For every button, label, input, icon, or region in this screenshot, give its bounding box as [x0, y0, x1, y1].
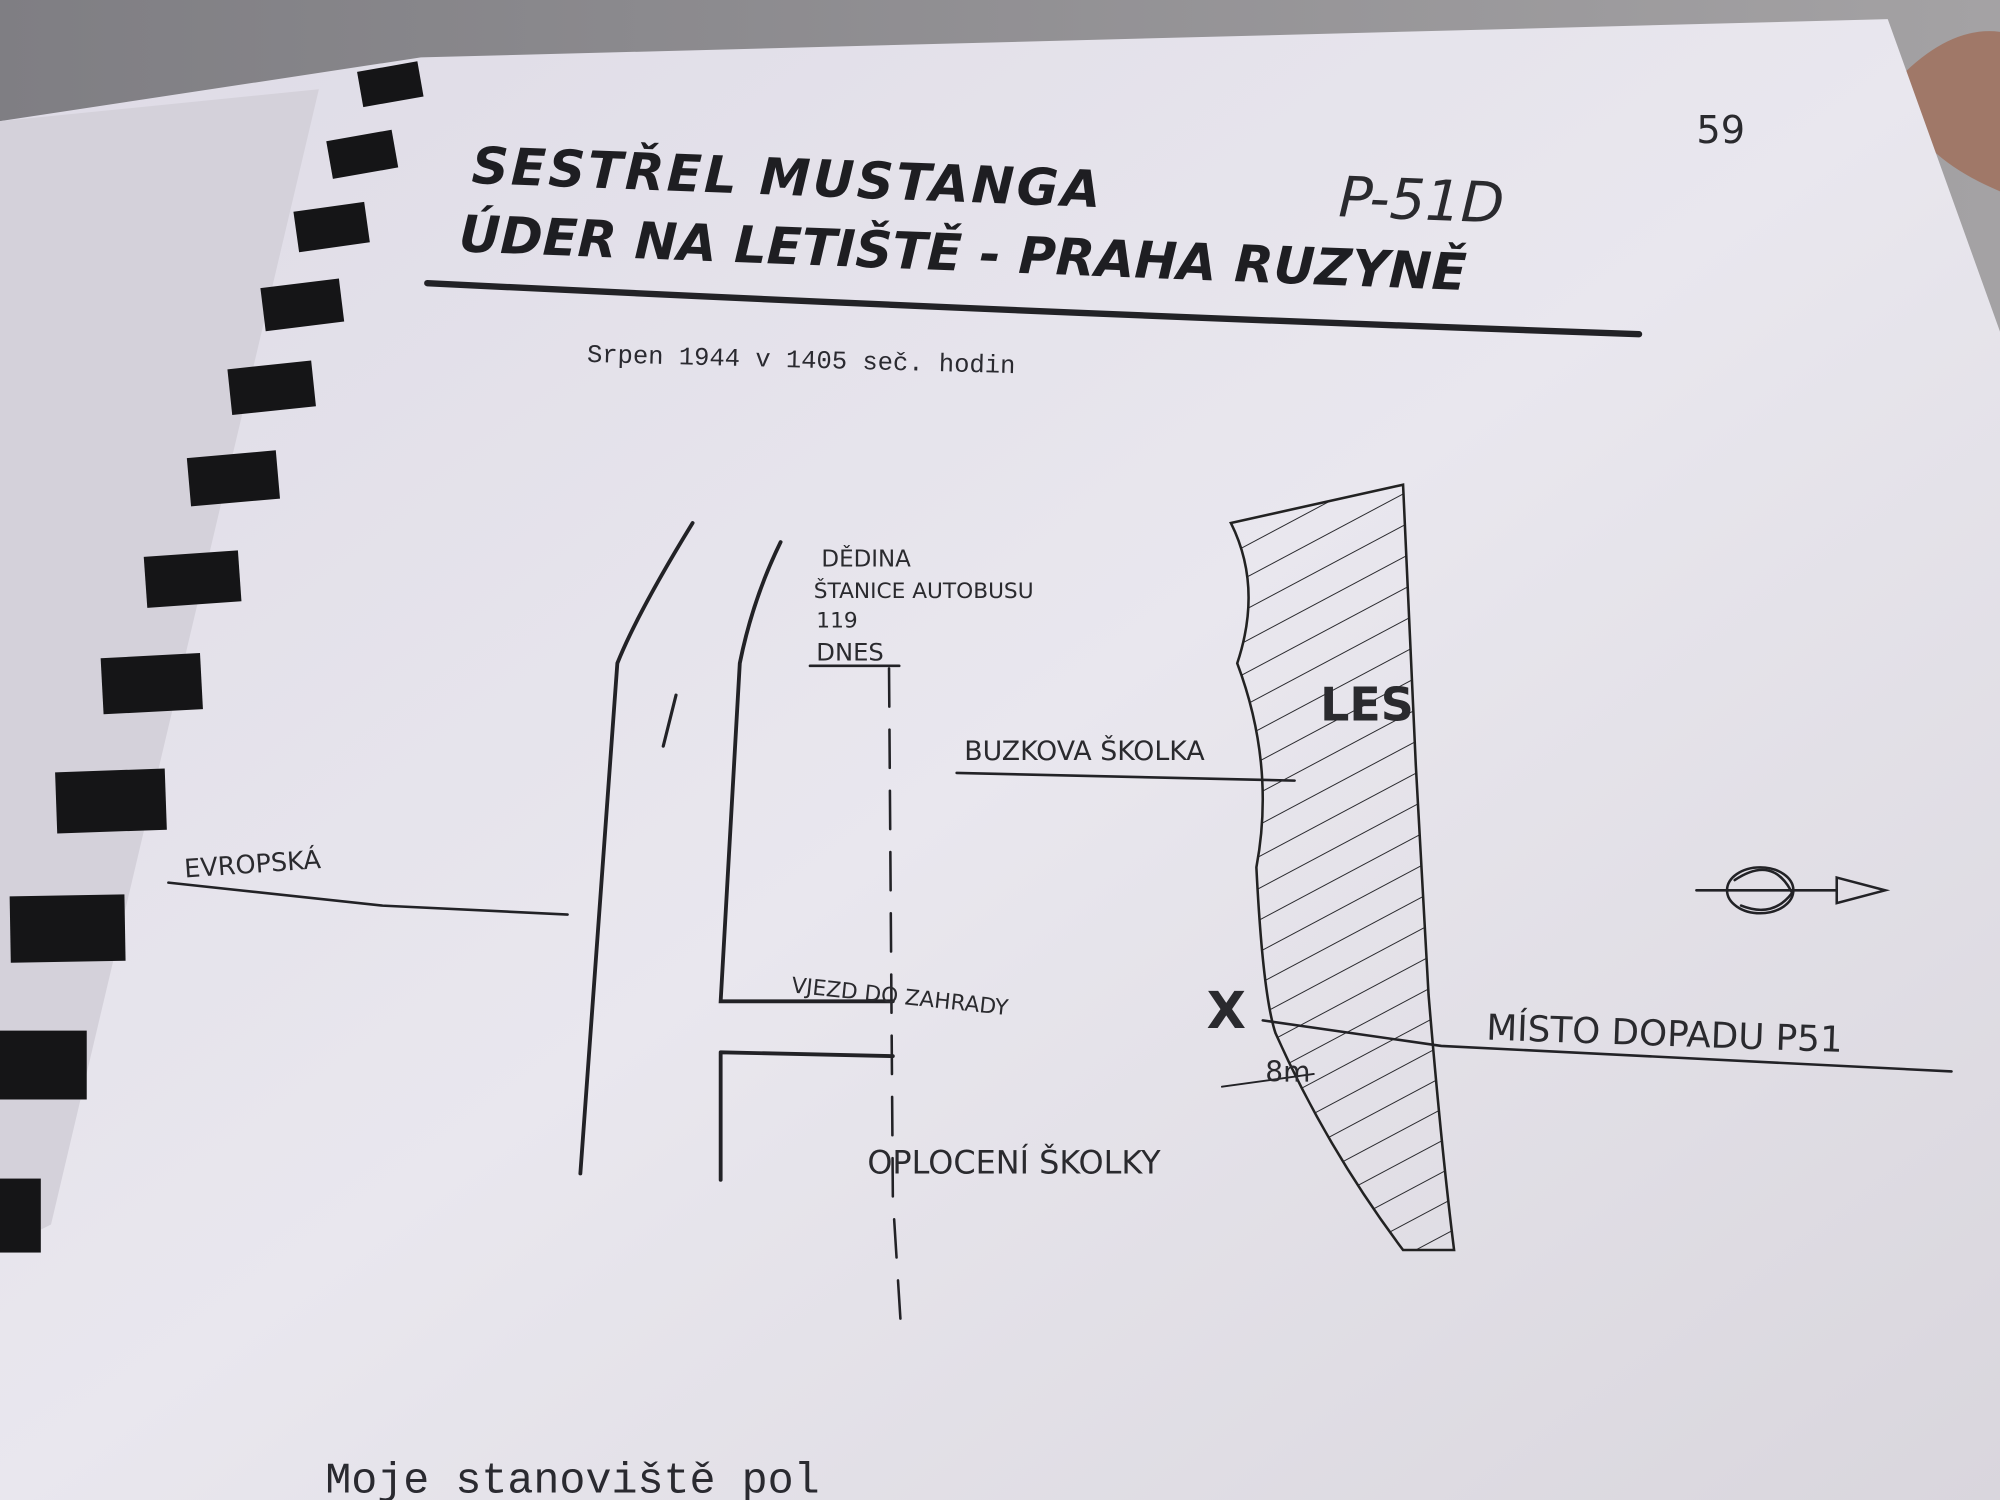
finger — [1900, 31, 2000, 192]
label-village: DĚDINA — [821, 544, 911, 572]
label-bus-number: 119 — [816, 609, 857, 634]
sketch-map: DĚDINA ŠTANICE AUTOBUSU 119 DNES EVROPSK… — [167, 483, 1953, 1322]
label-distance: 8m — [1265, 1056, 1310, 1089]
label-forest: LES — [1320, 678, 1414, 732]
page-number: 59 — [1696, 108, 1745, 153]
body-text: Moje stanoviště pol — [325, 1457, 819, 1500]
title-aircraft: P-51D — [1337, 165, 1505, 236]
label-fence: OPLOCENÍ ŠKOLKY — [867, 1142, 1161, 1181]
forest-hatched-area — [1228, 483, 1456, 1252]
label-nursery: BUZKOVA ŠKOLKA — [964, 734, 1205, 767]
north-arrow-icon — [1695, 866, 1891, 915]
spiral-binding — [0, 61, 424, 1253]
paper-page — [0, 19, 2000, 1500]
label-today: DNES — [816, 639, 883, 667]
title-underline — [424, 279, 1643, 338]
label-bus-stop: ŠTANICE AUTOBUSU — [814, 578, 1034, 604]
crash-marker: X — [1207, 982, 1246, 1041]
